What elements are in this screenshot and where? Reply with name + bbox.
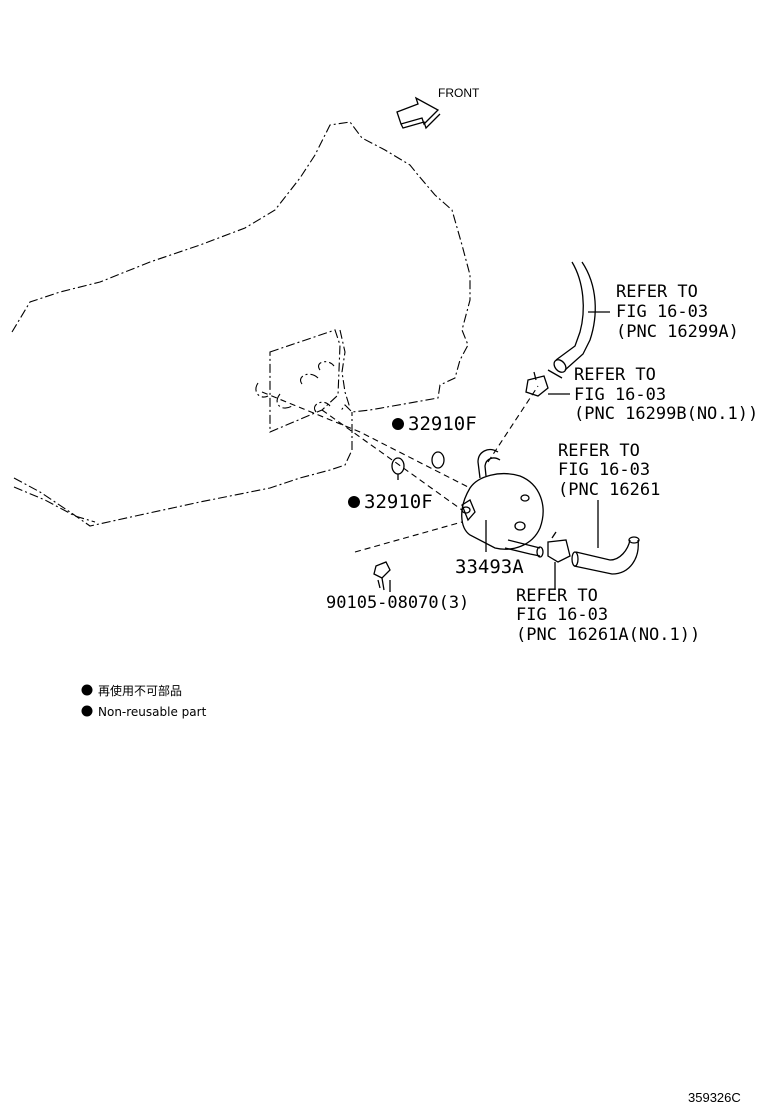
legend-text-jp: 再使用不可部品 xyxy=(98,683,182,698)
legend: 再使用不可部品 Non-reusable part xyxy=(81,683,207,719)
legend-bullet-jp xyxy=(81,684,93,696)
gasket-upper-ring xyxy=(431,451,445,469)
mounting-flange xyxy=(255,329,341,433)
ref-clamp-bottom-callout: REFER TO FIG 16-03 (PNC 16261A(NO.1)) xyxy=(516,586,700,645)
front-label: FRONT xyxy=(438,86,480,100)
non-reusable-bullet-upper xyxy=(392,418,404,430)
clamp-bottom-icon xyxy=(547,531,571,563)
oil-cooler-body xyxy=(461,448,544,558)
alignment-line-bolt xyxy=(354,521,463,553)
ref-clamp-bottom-line2: FIG 16-03 xyxy=(516,605,608,625)
ref-hose-top-line2: FIG 16-03 xyxy=(616,302,708,322)
ref-hose-top-callout: REFER TO FIG 16-03 (PNC 16299A) xyxy=(616,282,739,342)
clamp-top-icon xyxy=(525,371,549,397)
alignment-line-clamp xyxy=(487,385,539,463)
front-arrow-icon xyxy=(396,96,441,130)
figure-id: 359326C xyxy=(688,1090,741,1105)
ref-clamp-bottom-line3: (PNC 16261A(NO.1)) xyxy=(516,625,700,645)
legend-bullet-en xyxy=(81,705,93,717)
bolt-icon xyxy=(373,561,391,591)
part-label-bolt: 90105-08070(3) xyxy=(326,593,469,613)
hose-top xyxy=(547,261,596,379)
ref-hose-right-line2: FIG 16-03 xyxy=(558,460,650,480)
alignment-line-upper xyxy=(261,391,471,489)
ref-hose-right-line3: (PNC 16261 xyxy=(558,480,660,500)
hose-right xyxy=(571,536,640,575)
ref-clamp-top-line1: REFER TO xyxy=(574,365,656,385)
ref-clamp-top-line3: (PNC 16299B(NO.1)) xyxy=(574,404,758,424)
ref-hose-top-line1: REFER TO xyxy=(616,282,698,302)
non-reusable-bullet-lower xyxy=(348,496,360,508)
ref-clamp-top-line2: FIG 16-03 xyxy=(574,385,666,405)
ref-clamp-top-callout: REFER TO FIG 16-03 (PNC 16299B(NO.1)) xyxy=(574,365,758,424)
part-label-gasket-lower: 32910F xyxy=(364,491,433,513)
gasket-lower-ring xyxy=(391,457,405,475)
legend-text-en: Non-reusable part xyxy=(98,705,207,719)
part-label-gasket-upper: 32910F xyxy=(408,413,477,435)
ref-clamp-bottom-line1: REFER TO xyxy=(516,586,598,606)
alignment-line-lower xyxy=(321,409,463,511)
ref-hose-right-callout: REFER TO FIG 16-03 (PNC 16261 xyxy=(558,441,660,500)
ref-hose-top-line3: (PNC 16299A) xyxy=(616,322,739,342)
ref-hose-right-line1: REFER TO xyxy=(558,441,640,461)
part-label-oil-cooler: 33493A xyxy=(455,556,524,578)
transmission-housing-outline xyxy=(11,121,471,527)
